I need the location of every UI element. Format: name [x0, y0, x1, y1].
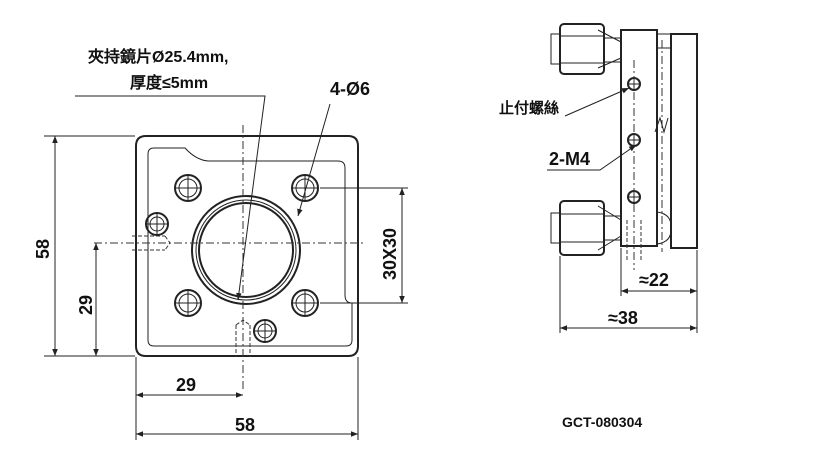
adjuster-knob-bottom	[550, 200, 622, 256]
note-line-1: 夾持鏡片Ø25.4mm,	[88, 47, 229, 66]
thread-leader	[547, 144, 637, 171]
lens-mount-outer	[191, 195, 301, 305]
dim-height-label: 58	[33, 239, 53, 259]
back-plate	[670, 33, 698, 249]
front-plate	[620, 29, 658, 247]
dim-width-label: 58	[235, 415, 255, 435]
lens-mount-ring	[195, 199, 297, 301]
holes-leader	[297, 103, 331, 217]
ball-contact	[656, 211, 672, 245]
mounting-hole	[174, 289, 202, 317]
spring-mark	[654, 116, 669, 134]
dim-half-height-label: 29	[76, 295, 96, 315]
dim-depth-long-label: ≈38	[608, 308, 638, 328]
dim-aperture-label: 30X30	[380, 228, 400, 280]
lock-screw-label: 止付螺絲	[499, 99, 559, 117]
side-view: 止付螺絲 2-M4 ≈22 ≈38	[499, 23, 698, 333]
mounting-hole	[291, 289, 319, 317]
adjuster-screw	[253, 319, 277, 343]
dim-depth-short-label: ≈22	[639, 270, 669, 290]
note-line-2: 厚度≤5mm	[130, 73, 208, 92]
hidden-thread-side	[626, 220, 642, 262]
plate-outline	[135, 135, 359, 357]
mounting-hole	[291, 174, 319, 202]
dim-half-width-label: 29	[176, 375, 196, 395]
holes-label: 4-Ø6	[330, 79, 370, 99]
lens-aperture	[198, 202, 294, 298]
part-number: GCT-080304	[562, 414, 642, 430]
lock-screw-leader	[564, 87, 630, 117]
adjuster-screw	[145, 212, 169, 236]
thread-label: 2-M4	[549, 149, 590, 169]
adjuster-knob-top	[550, 23, 622, 75]
front-view: 夾持鏡片Ø25.4mm, 厚度≤5mm 4-Ø6 58 29 58 29 30X…	[33, 47, 408, 440]
mounting-hole	[174, 174, 202, 202]
note-leader	[75, 95, 266, 301]
